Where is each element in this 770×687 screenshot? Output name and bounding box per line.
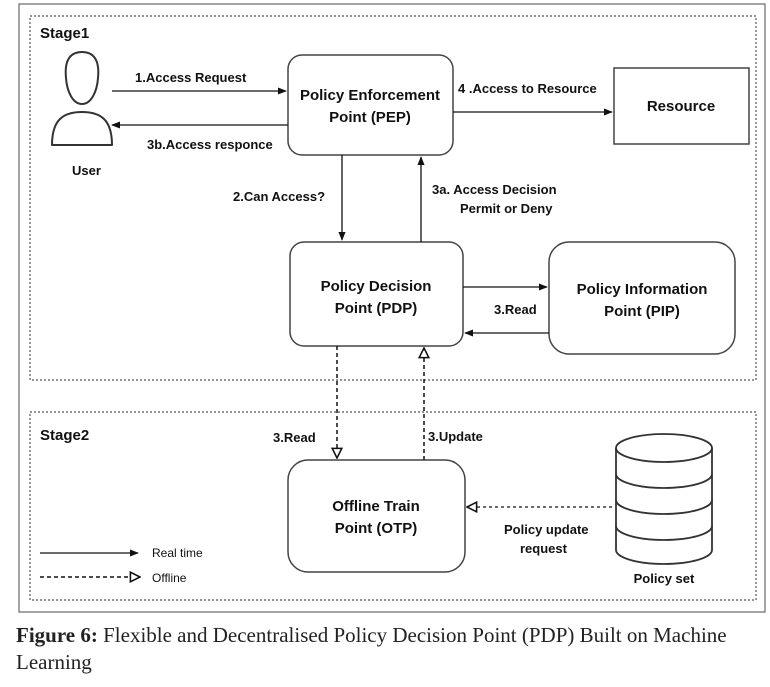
resource-box — [613, 67, 750, 145]
access-decision-label-line1: 3a. Access Decision — [432, 182, 557, 197]
access-response-label: 3b.Access responce — [147, 137, 273, 152]
pdp-title-line2: Point (PDP) — [335, 300, 418, 317]
otp-title-line2: Point (OTP) — [335, 520, 418, 537]
pip-box — [548, 241, 736, 355]
pip-read-label: 3.Read — [494, 302, 537, 317]
pdp-box — [289, 241, 464, 347]
figure-caption-text: Flexible and Decentralised Policy Decisi… — [16, 623, 727, 674]
offline-update-label: 3.Update — [428, 429, 483, 444]
stage1-frame — [29, 15, 757, 381]
access-to-resource-label: 4 .Access to Resource — [458, 81, 597, 96]
stage1-label: Stage1 — [40, 25, 89, 42]
pip-title-line1: Policy Information — [577, 281, 708, 298]
pep-title-line1: Policy Enforcement — [300, 87, 440, 104]
pip-title-line2: Point (PIP) — [604, 303, 680, 320]
pep-title-line2: Point (PEP) — [329, 109, 411, 126]
policy-set-label: Policy set — [634, 571, 695, 586]
stage2-label: Stage2 — [40, 427, 89, 444]
user-icon — [51, 50, 113, 146]
otp-title-line1: Offline Train — [332, 498, 420, 515]
legend-realtime-label: Real time — [152, 546, 203, 560]
access-decision-label-line2: Permit or Deny — [460, 201, 553, 216]
figure-caption: Figure 6: Flexible and Decentralised Pol… — [16, 622, 766, 676]
policy-update-request-label-line2: request — [520, 541, 568, 556]
access-request-label: 1.Access Request — [135, 70, 247, 85]
policy-update-request-label-line1: Policy update — [504, 522, 589, 537]
architecture-diagram: Stage1 Stage2 User Policy Enforcement Po… — [18, 3, 766, 613]
can-access-label: 2.Can Access? — [233, 189, 325, 204]
database-icon — [615, 433, 713, 565]
offline-read-label: 3.Read — [273, 430, 316, 445]
legend: Real time Offline — [40, 546, 203, 585]
pdp-title-line1: Policy Decision — [321, 278, 432, 295]
figure-caption-label: Figure 6: — [16, 623, 98, 647]
user-label: User — [72, 163, 101, 178]
figure-border — [18, 3, 766, 613]
resource-label: Resource — [647, 98, 715, 115]
stage2-frame — [29, 411, 757, 601]
otp-box — [287, 459, 466, 573]
pep-box — [287, 54, 454, 156]
legend-offline-label: Offline — [152, 571, 187, 585]
